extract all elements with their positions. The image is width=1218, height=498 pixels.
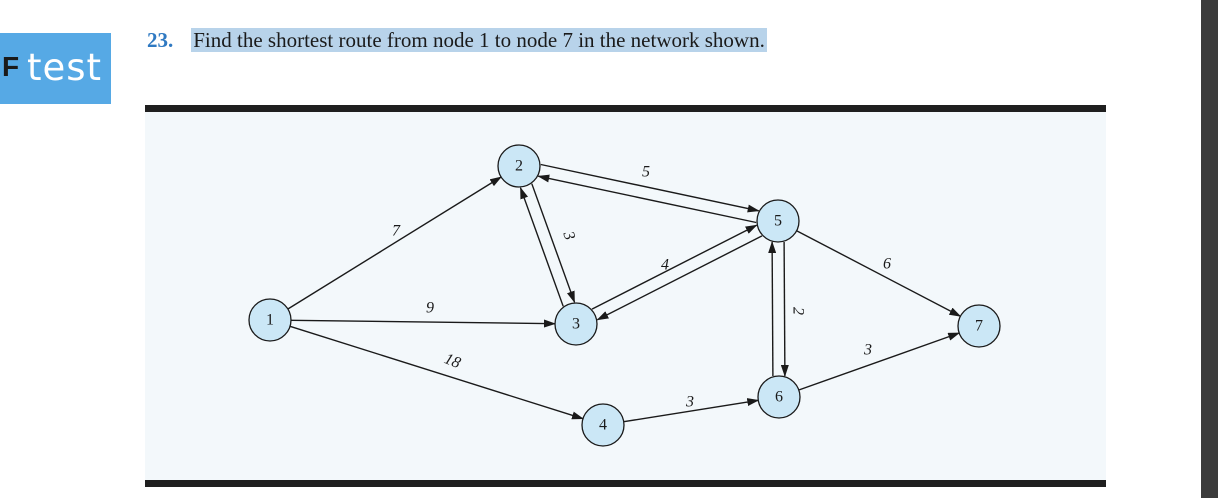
node-circle-2 <box>497 144 541 188</box>
edge-5-to-6 <box>780 241 789 377</box>
edge-weight-2-3: 3 <box>559 228 578 242</box>
logo-text: test <box>27 46 103 89</box>
edge-weight-4-6: 3 <box>685 394 694 411</box>
edge-weight-6-7: 3 <box>863 342 872 359</box>
edge-weight-5-6: 2 <box>789 307 806 315</box>
edge-3-to-2 <box>519 186 564 307</box>
node-7: 7 <box>957 304 1001 348</box>
edge-6-to-7 <box>798 332 961 391</box>
node-6: 6 <box>757 375 801 419</box>
edge-5-to-2 <box>537 174 757 224</box>
edge-2-to-3 <box>531 183 576 304</box>
node-circle-5 <box>756 199 800 243</box>
node-4: 4 <box>581 403 625 447</box>
node-2: 2 <box>497 144 541 188</box>
edge-1-to-3 <box>290 319 556 328</box>
node-circle-6 <box>757 375 801 419</box>
edge-weight-3-5: 4 <box>661 257 669 274</box>
edge-1-to-2 <box>287 176 502 310</box>
node-circle-4 <box>581 403 625 447</box>
edge-6-to-5 <box>768 241 777 377</box>
node-circle-1 <box>248 298 292 342</box>
node-label-1: 1 <box>266 312 274 329</box>
node-1: 1 <box>248 298 292 342</box>
problem-statement: 23. Find the shortest route from node 1 t… <box>147 28 767 53</box>
problem-text: Find the shortest route from node 1 to n… <box>191 28 767 52</box>
node-3: 3 <box>554 302 598 346</box>
edge-5-to-7 <box>796 230 962 317</box>
node-label-6: 6 <box>775 389 783 406</box>
edge-weight-5-7: 6 <box>883 256 891 273</box>
edge-1-to-4 <box>289 325 584 420</box>
node-circle-3 <box>554 302 598 346</box>
test-logo: F test <box>0 33 111 104</box>
edge-4-to-6 <box>623 398 760 423</box>
edge-weight-2-5: 5 <box>642 164 650 181</box>
scrollbar-track[interactable] <box>1201 0 1218 498</box>
edge-weight-1-4: 18 <box>442 350 463 372</box>
edge-2-to-5 <box>540 163 760 213</box>
logo-prefix: F <box>2 51 20 82</box>
node-label-3: 3 <box>572 316 580 333</box>
figure-top-rule <box>145 105 1106 112</box>
edge-3-to-5 <box>591 224 758 310</box>
figure-bottom-rule <box>145 480 1106 487</box>
problem-number: 23. <box>147 28 174 52</box>
node-label-2: 2 <box>515 158 523 175</box>
figure-panel <box>145 112 1106 480</box>
node-label-7: 7 <box>975 318 983 335</box>
node-label-5: 5 <box>774 213 782 230</box>
edge-weight-1-2: 7 <box>392 223 401 240</box>
edge-5-to-3 <box>596 235 763 321</box>
node-5: 5 <box>756 199 800 243</box>
node-circle-7 <box>957 304 1001 348</box>
edge-weight-1-3: 9 <box>426 300 434 317</box>
node-label-4: 4 <box>599 417 607 434</box>
